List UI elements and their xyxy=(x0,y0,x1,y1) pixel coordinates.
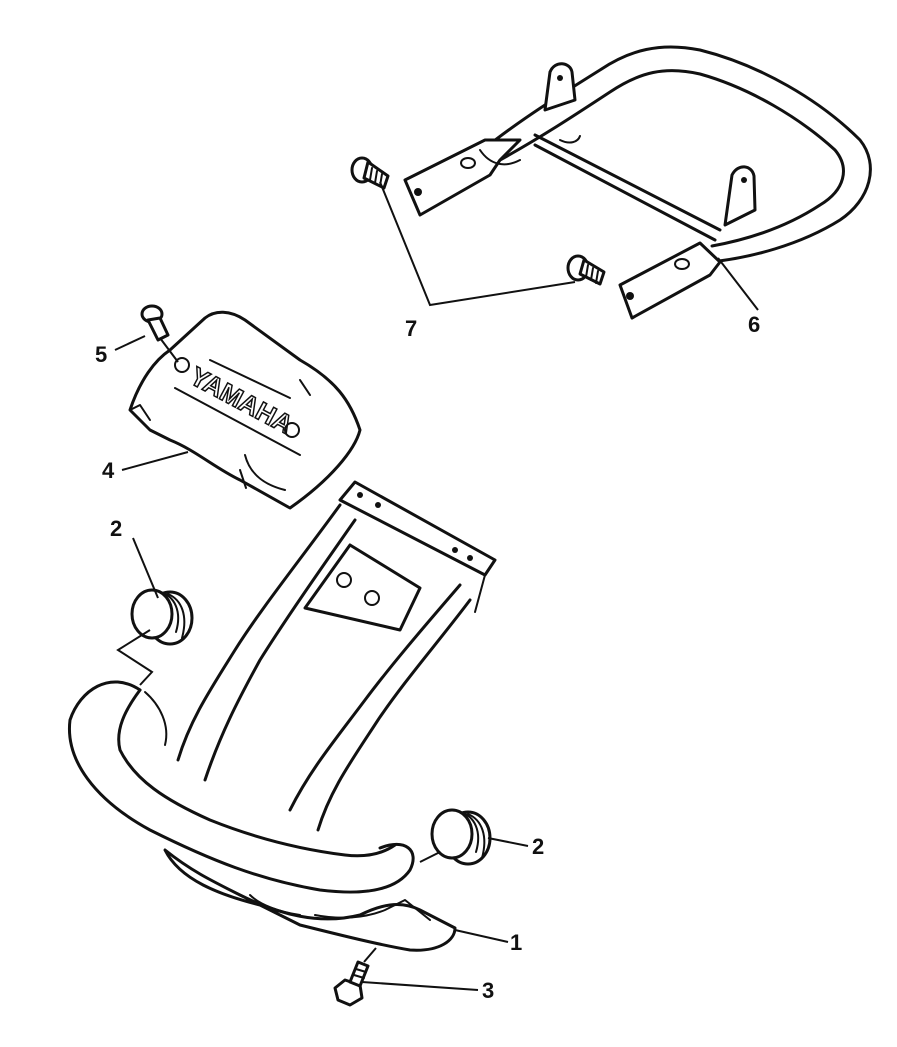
yamaha-cover: YAMAHA xyxy=(128,310,362,510)
screw xyxy=(140,304,179,363)
callout-2-right: 2 xyxy=(532,834,544,859)
callout-6: 6 xyxy=(748,312,760,337)
bolt-lower xyxy=(566,254,606,286)
rear-grab-bar xyxy=(403,45,872,320)
grommet-left xyxy=(116,588,194,686)
bolt-upper xyxy=(350,156,390,190)
callout-4: 4 xyxy=(102,458,115,483)
bottom-bolt xyxy=(333,947,377,1007)
callout-5: 5 xyxy=(95,342,107,367)
grommet-right xyxy=(419,808,492,866)
leader-lines xyxy=(114,181,759,991)
callout-7: 7 xyxy=(405,316,417,341)
front-guard xyxy=(67,480,497,952)
callout-3: 3 xyxy=(482,978,494,1003)
callout-2-left: 2 xyxy=(110,516,122,541)
callout-1: 1 xyxy=(510,930,522,955)
